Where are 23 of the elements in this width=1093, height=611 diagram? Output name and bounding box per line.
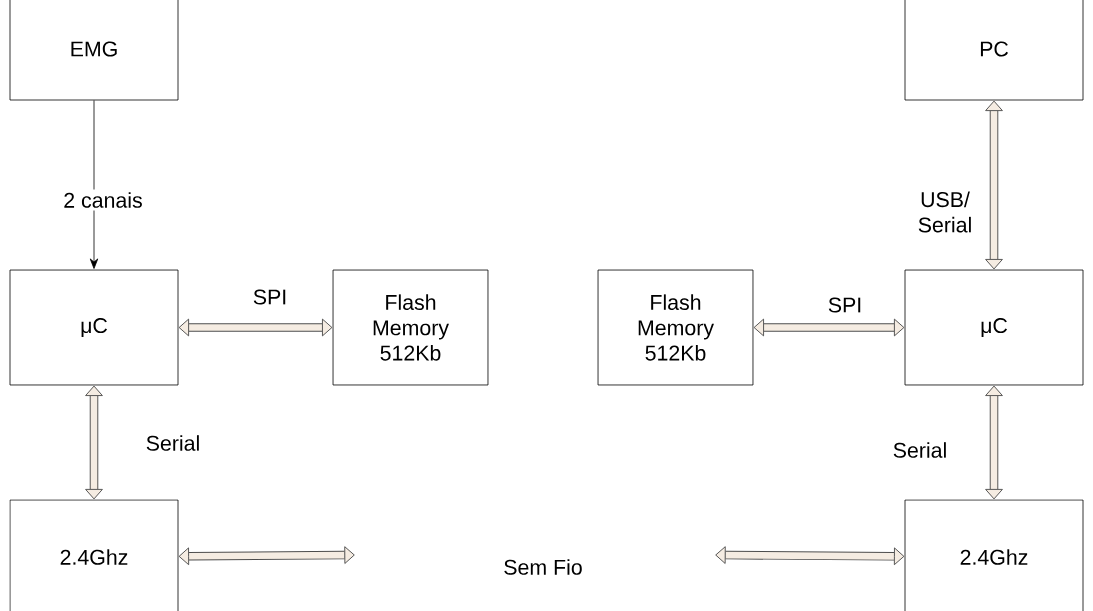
text-label: SPI: [253, 289, 286, 305]
double-arrow: [985, 100, 1003, 270]
text-label: Serial: [893, 442, 946, 458]
double-arrow: [715, 546, 905, 566]
arrow: [89, 100, 99, 269]
block-box: Flash Memory 512Kb: [332, 269, 489, 386]
block-box: PC: [904, 0, 1084, 101]
double-arrow: [85, 385, 103, 500]
double-arrow: [753, 318, 905, 337]
block-box: 2.4Ghz: [904, 499, 1084, 611]
text-label: USB/ Serial: [918, 191, 971, 233]
text-label: Sem Fio: [504, 559, 582, 575]
block-box: μC: [9, 269, 179, 386]
text-label: SPI: [828, 297, 861, 313]
double-arrow: [985, 385, 1003, 500]
block-box: μC: [904, 269, 1084, 386]
block-box: 2.4Ghz: [9, 499, 179, 611]
block-box: Flash Memory 512Kb: [597, 269, 754, 386]
text-label: Serial: [146, 435, 199, 451]
block-box: EMG: [9, 0, 179, 101]
double-arrow: [178, 318, 333, 337]
double-arrow: [178, 546, 355, 566]
edge-label: 2 canais: [60, 189, 146, 211]
